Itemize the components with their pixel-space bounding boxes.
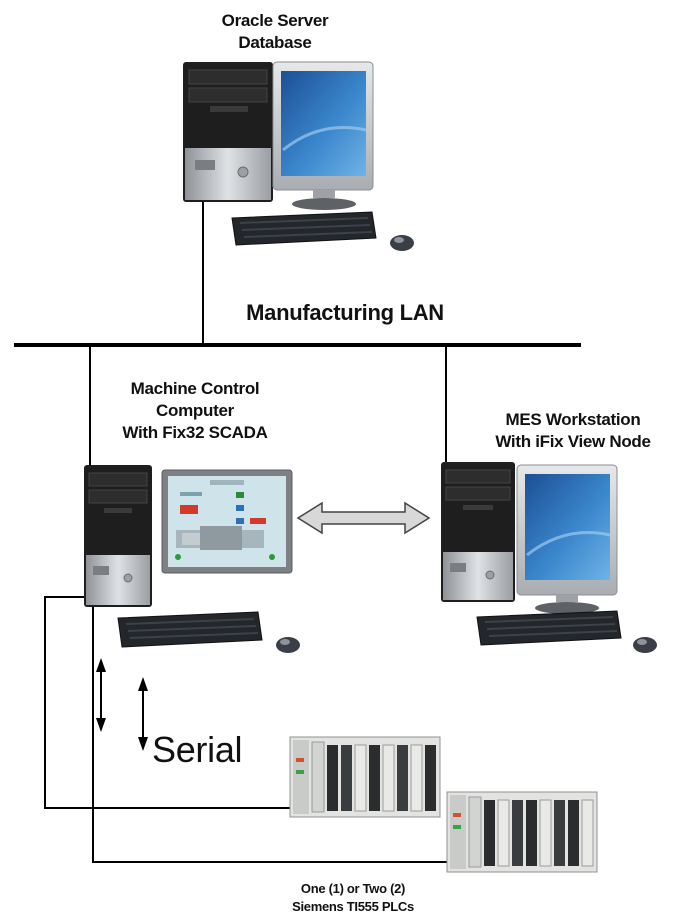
server-label-line-1: Oracle Server [221, 11, 329, 30]
serial-label: Serial [152, 729, 243, 770]
keyboard-icon [231, 211, 377, 246]
server-label-line-2: Database [238, 33, 312, 52]
mes-label-line-2: With iFix View Node [495, 432, 651, 451]
server-tower-icon [183, 62, 273, 202]
bidirectional-arrow-icon [296, 501, 431, 535]
mcc-label-line-3: With Fix32 SCADA [122, 423, 268, 442]
lan-label: Manufacturing LAN [246, 300, 444, 325]
plc-label-line-1: One (1) or Two (2) [300, 881, 406, 896]
keyboard-icon [117, 611, 263, 648]
server-tower-icon [441, 462, 515, 602]
plc-rack-icon [446, 791, 598, 873]
mcc-label-line-1: Machine Control [130, 379, 260, 398]
plc-label-line-2: Siemens TI555 PLCs [292, 899, 414, 914]
mouse-icon [633, 637, 657, 653]
mouse-icon [276, 637, 300, 653]
plc-rack-icon [289, 736, 441, 818]
mcc-label: Machine Control Computer With Fix32 SCAD… [95, 378, 295, 444]
serial-double-arrow-icon [138, 677, 148, 751]
hmi-panel-icon [161, 469, 293, 574]
mes-label-line-1: MES Workstation [505, 410, 641, 429]
serial-link-plc-2 [92, 604, 447, 863]
mes-label: MES Workstation With iFix View Node [468, 409, 678, 453]
serial-link-plc-1 [44, 596, 290, 809]
mouse-icon [390, 235, 414, 251]
serial-double-arrow-icon [96, 658, 106, 732]
mcc-label-line-2: Computer [156, 401, 234, 420]
monitor-icon [272, 61, 374, 210]
monitor-icon [516, 464, 618, 614]
server-label: Oracle Server Database [205, 10, 345, 54]
keyboard-icon [476, 610, 622, 646]
plc-label: One (1) or Two (2) Siemens TI555 PLCs [258, 880, 448, 916]
server-tower-icon [84, 465, 152, 607]
